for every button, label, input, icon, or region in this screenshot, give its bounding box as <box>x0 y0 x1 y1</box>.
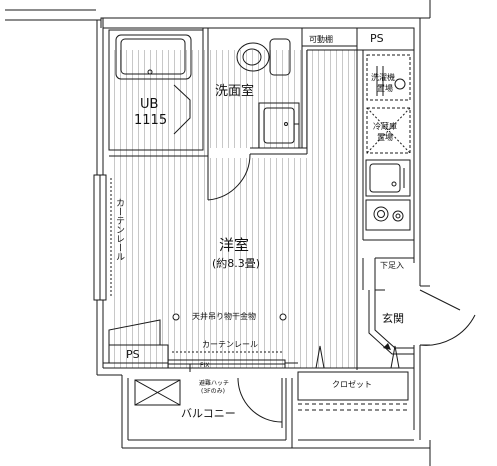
ceiling-dryer-label: 天井吊り物干金物 <box>192 312 256 321</box>
ps-bottom-shape <box>108 319 161 345</box>
evac-hatch-label-1: 避難ハッチ <box>199 380 230 387</box>
western-room-label: 洋室 <box>219 236 250 254</box>
evacuation-hatch <box>134 379 181 406</box>
evac-hatch-label-2: (3Fのみ) <box>201 388 225 395</box>
outer-walls <box>5 0 431 466</box>
washing-machine-label-1: 洗濯機 <box>371 73 395 82</box>
unit-bath-size: 1115 <box>134 113 168 128</box>
closet-label: クロゼット <box>332 380 372 389</box>
bathtub <box>115 34 192 135</box>
fridge-space <box>366 107 411 154</box>
doors <box>93 153 476 428</box>
unit-bath-code: UB <box>140 97 159 112</box>
shoe-box-label: 下足入 <box>380 261 404 270</box>
interior-walls <box>103 27 415 411</box>
fridge-label-2: 置場 <box>377 133 393 142</box>
western-room-size: (約8.3畳) <box>212 257 261 270</box>
ps-top-label: PS <box>370 32 384 45</box>
fridge-label-1: 冷蔵庫 <box>373 122 397 131</box>
washing-machine-space <box>366 54 411 101</box>
toilet <box>236 38 291 76</box>
kitchen-sink <box>365 159 411 197</box>
movable-shelf-label: 可動棚 <box>309 35 333 44</box>
curtain-rails <box>110 178 283 353</box>
balcony-label: バルコニー <box>181 407 236 420</box>
ceiling-dryer-marks <box>172 313 287 321</box>
curtain-rail-left-label: カーテンレール <box>114 198 124 261</box>
fix-window-label: FIX <box>200 362 210 369</box>
western-room-floor <box>109 50 358 368</box>
washbasin <box>258 102 300 149</box>
entrance-label: 玄関 <box>382 312 404 325</box>
washing-machine-label-2: 置場 <box>377 84 393 93</box>
ps-bottom-label: PS <box>126 348 140 361</box>
curtain-rail-bottom-label: カーテンレール <box>202 340 258 349</box>
stove <box>365 199 411 231</box>
washroom-label: 洗面室 <box>215 84 255 99</box>
entrance-step <box>383 343 391 350</box>
